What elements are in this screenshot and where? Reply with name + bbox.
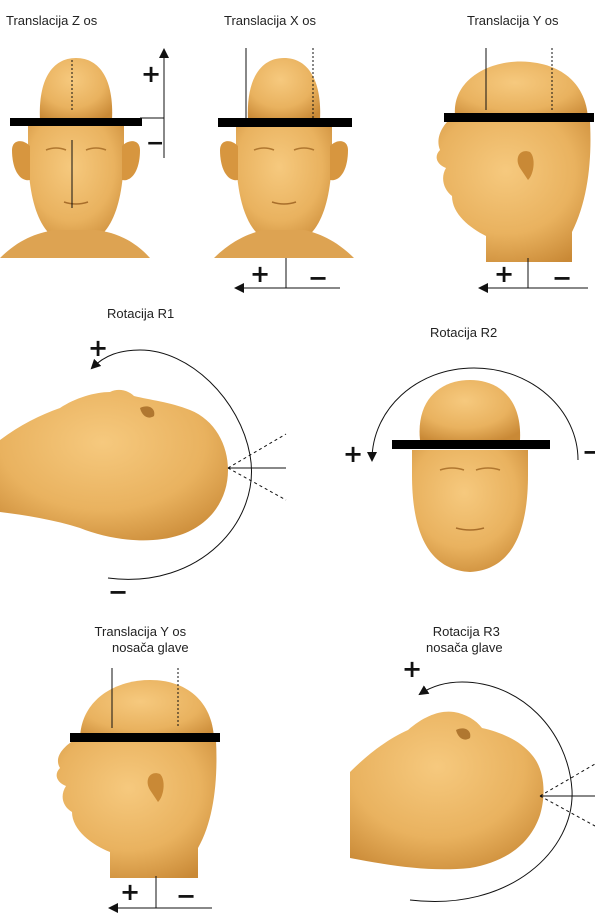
panel-translation-x <box>214 48 354 288</box>
plus-sign: + <box>141 62 161 86</box>
dashed-line <box>540 764 595 796</box>
head-bar-6 <box>70 733 220 742</box>
head-tilted-4 <box>0 390 228 540</box>
panel-title: Rotacija R2 <box>430 325 497 341</box>
head-front-2 <box>214 58 354 258</box>
panel-title: Rotacija R3 nosača glave <box>426 624 503 656</box>
panel-title: Translacija Y os <box>467 13 559 29</box>
panel-title: Translacija X os <box>224 13 316 29</box>
panel-rotation-r3-holder <box>350 682 595 902</box>
minus-sign: − <box>582 440 595 464</box>
minus-sign: − <box>176 884 196 908</box>
plus-sign: + <box>494 262 514 286</box>
panel-translation-z <box>0 50 164 258</box>
minus-sign: − <box>308 266 328 290</box>
head-bar-2 <box>218 118 352 127</box>
plus-sign: + <box>402 657 422 681</box>
dashed-line <box>228 468 286 500</box>
panel-title: Rotacija R1 <box>107 306 174 322</box>
panel-rotation-r1 <box>0 350 286 579</box>
head-bar-5 <box>392 440 550 449</box>
head-front-5 <box>412 380 528 572</box>
panel-title: Translacija Y os nosača glave <box>92 624 189 656</box>
head-bar-1 <box>10 118 142 126</box>
head-bar-3 <box>444 113 594 122</box>
panel-translation-y <box>437 48 594 288</box>
panel-title: Translacija Z os <box>6 13 97 29</box>
plus-sign: + <box>88 336 108 360</box>
panel-rotation-r2 <box>372 368 578 572</box>
plus-sign: + <box>250 262 270 286</box>
head-front-1 <box>0 58 150 258</box>
minus-sign: − <box>146 132 164 156</box>
head-side-3 <box>437 62 591 262</box>
panel-translation-y-holder <box>57 668 220 908</box>
minus-sign: − <box>108 580 128 604</box>
plus-sign: + <box>120 880 140 904</box>
dashed-line <box>228 434 286 468</box>
head-side-6 <box>57 680 217 878</box>
minus-sign: − <box>552 266 572 290</box>
head-tilted-7 <box>350 712 544 870</box>
plus-sign: + <box>343 442 363 466</box>
